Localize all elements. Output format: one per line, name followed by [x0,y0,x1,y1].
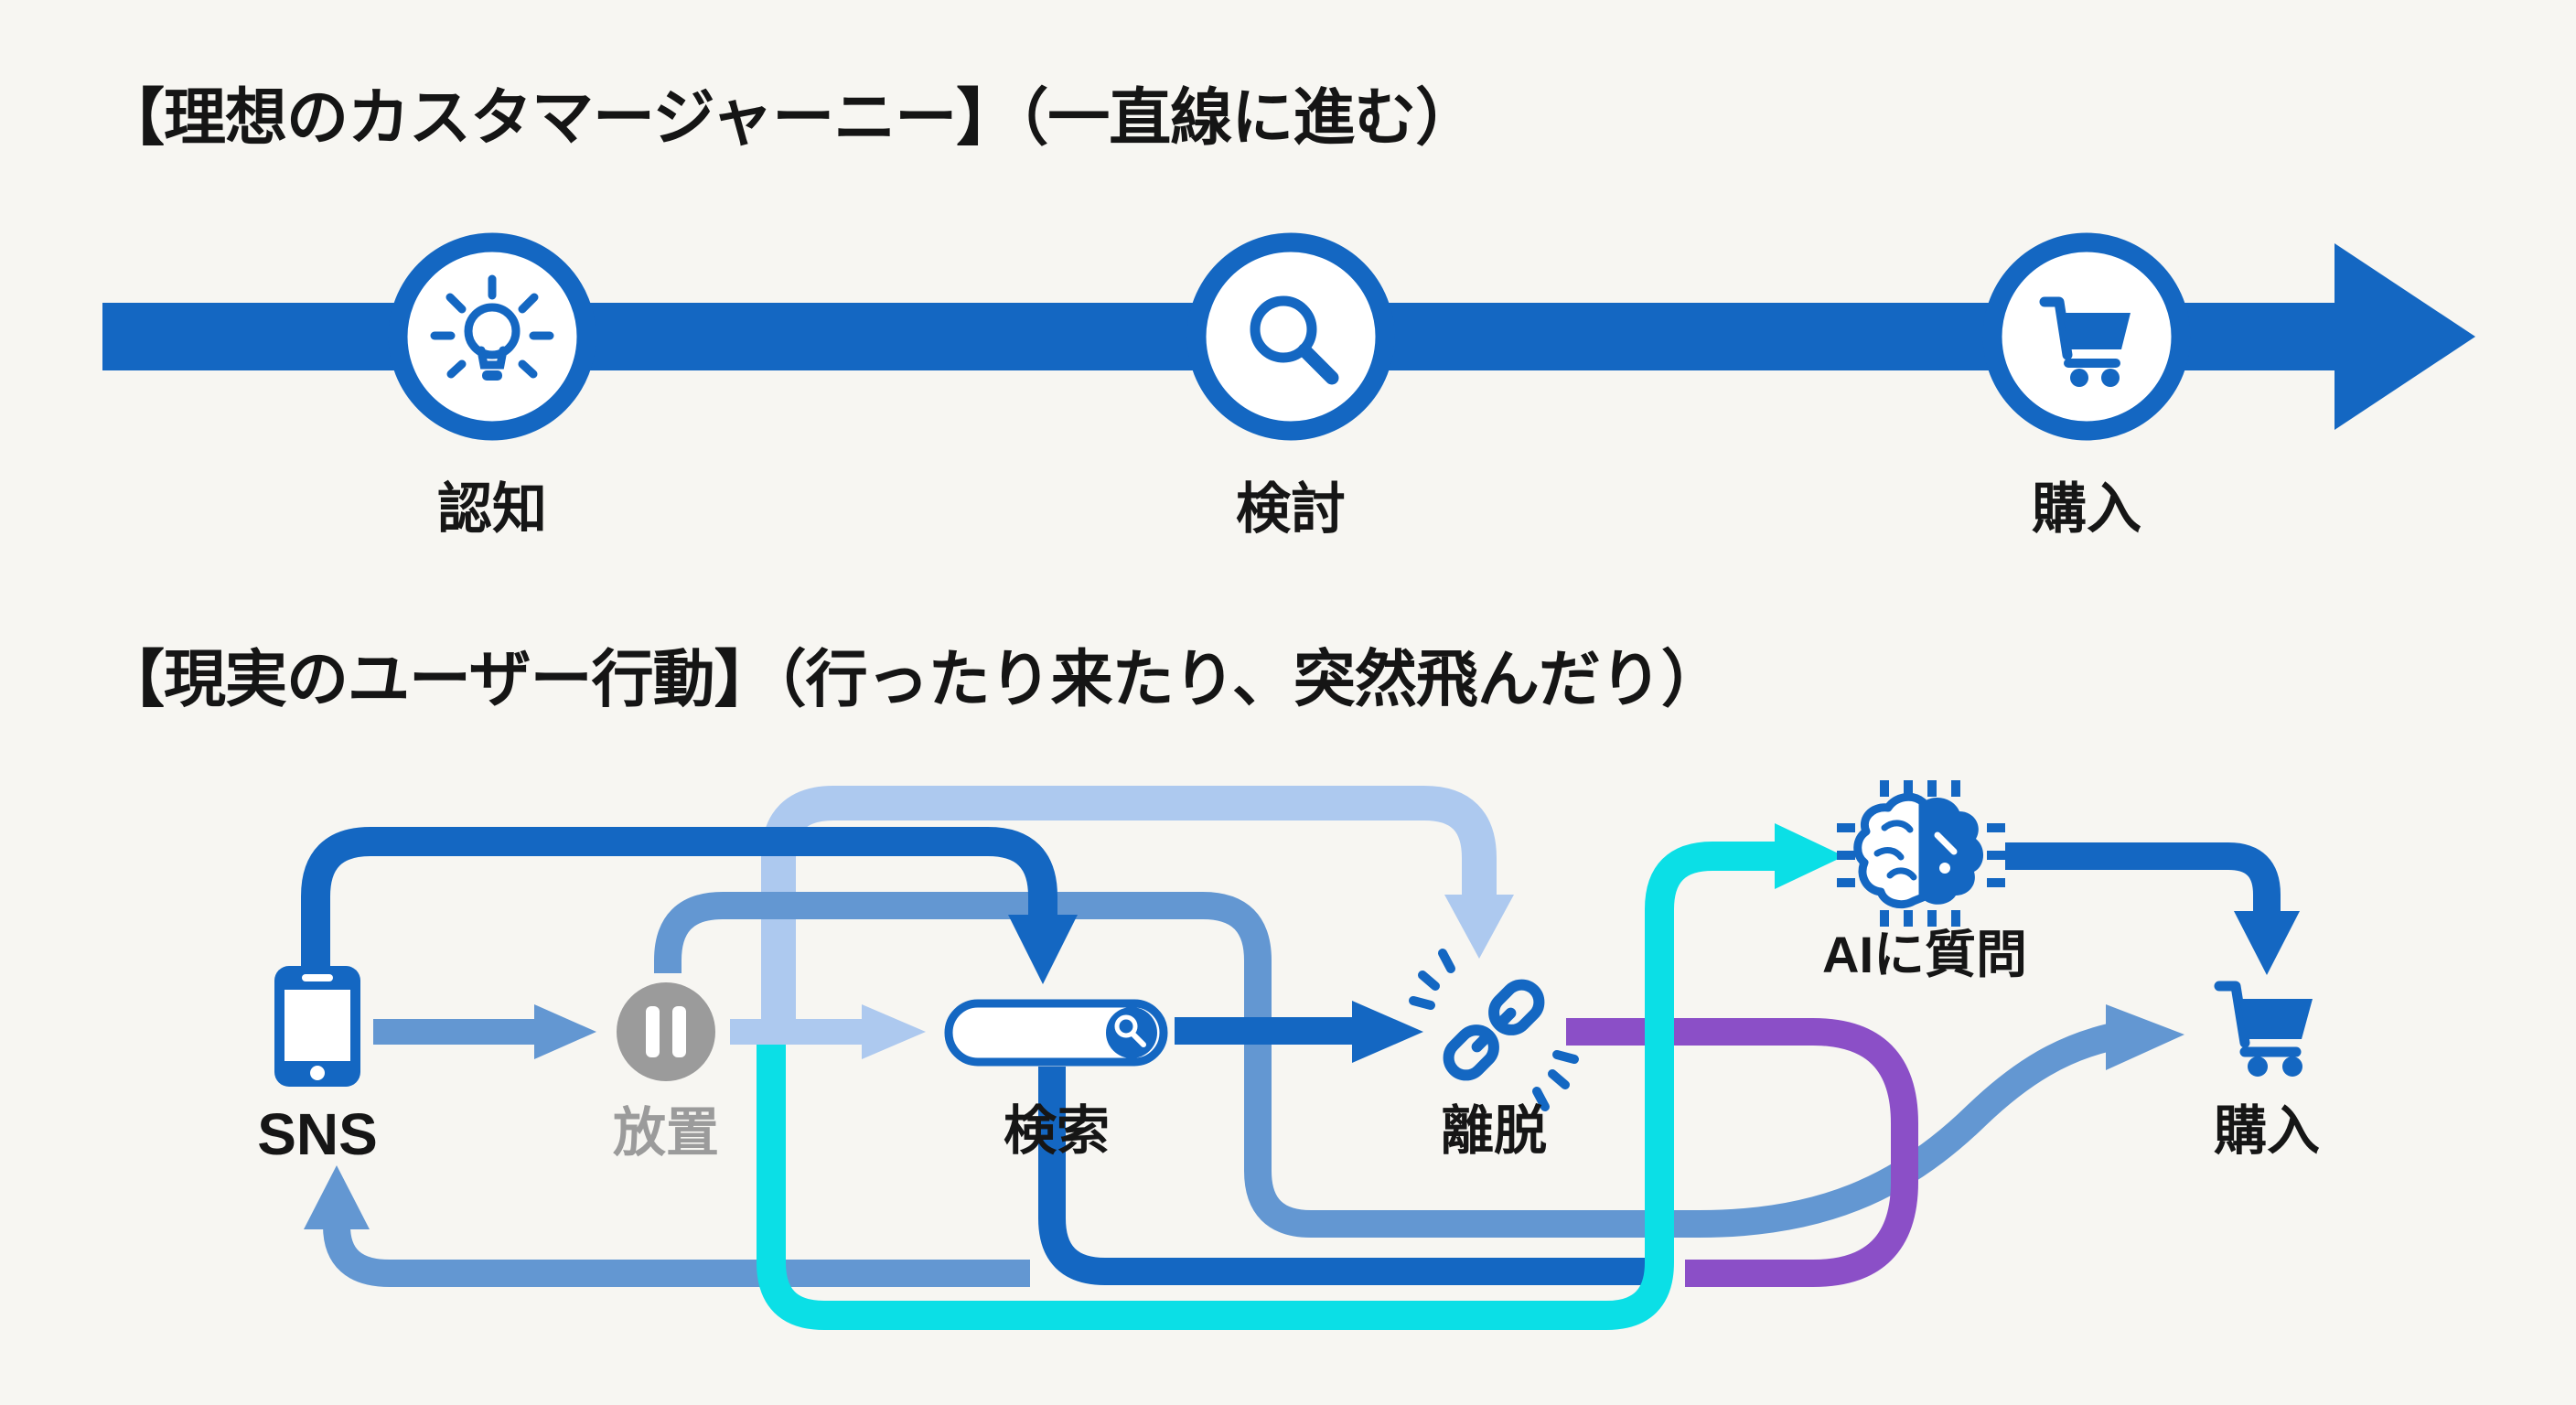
edge-corner-navy-ai-to-kounyuu [2005,842,2300,975]
node-label-sns: SNS [257,1101,378,1167]
node-label-kounyuu: 購入 [2213,1101,2321,1161]
magnifier-icon [1250,295,1339,385]
cart-icon-bottom [2214,981,2313,1077]
smartphone-icon [274,966,360,1087]
stage-circle-consideration [1186,232,1395,441]
real-behavior-diagram [274,780,2313,1330]
ai-brain-chip-icon [1837,780,2005,927]
node-label-kensaku: 検索 [1003,1101,1111,1161]
edge-straight-sns-to-houchi [373,1004,596,1059]
stage-circle-purchase [1982,232,2191,441]
node-label-houchi: 放置 [612,1103,720,1163]
node-label-ridatsu: 離脱 [1440,1101,1548,1161]
edge-return-steel-to-sns [304,1165,1030,1287]
edge-bigloop-cyan-to-ai [757,823,1844,1330]
search-bar-icon [944,999,1168,1067]
edge-straight-kensaku-to-ridatsu [1175,1001,1423,1063]
node-label-ai: AIに質問 [1822,926,2027,983]
edge-arc-navy-sns-to-kensaku [301,827,1078,984]
edge-loop-navy-kensaku-down [1038,1067,1658,1285]
stage-circle-awareness [388,232,596,441]
pause-icon [617,982,715,1081]
stage-label-consideration: 検討 [1236,478,1346,540]
edge-loop-steel-houchi-to-kounyuu [654,892,2184,1238]
cart-icon [2039,296,2131,387]
edge-hook-purple-from-ridatsu [1566,1018,1918,1287]
edge-straight-houchi-to-kensaku [730,1004,926,1059]
stage-label-awareness: 認知 [437,478,547,540]
ideal-journey-title: 【理想のカスタマージャーニー】（一直線に進む） [102,83,1477,153]
lightbulb-icon [430,274,554,381]
real-behavior-title: 【現実のユーザー行動】（行ったり来たり、突然飛んだり） [102,645,1723,714]
broken-link-icon [1409,949,1579,1111]
stage-label-purchase: 購入 [2032,478,2141,540]
